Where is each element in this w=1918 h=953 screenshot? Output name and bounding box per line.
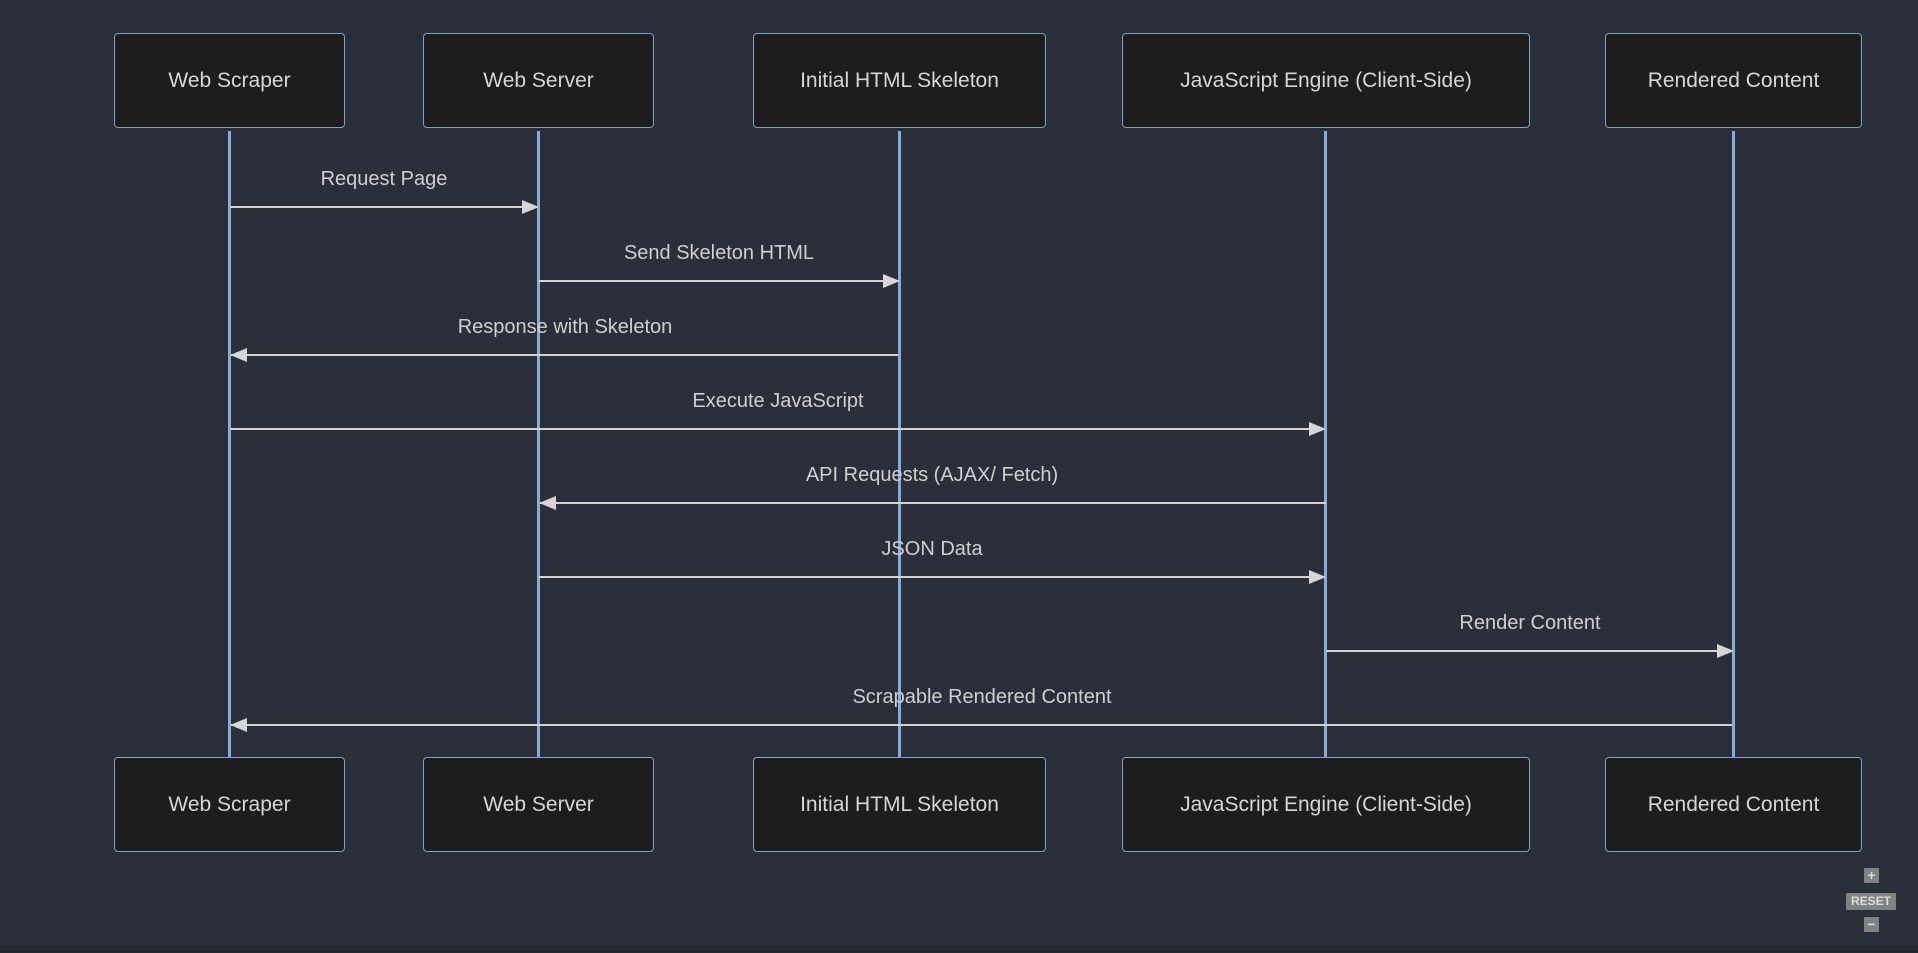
message-scrapable-rendered-content-label: Scrapable Rendered Content	[852, 686, 1112, 708]
actor-label: JavaScript Engine (Client-Side)	[1180, 792, 1472, 816]
zoom-in-button[interactable]: +	[1864, 868, 1879, 883]
actor-top-web-scraper: Web Scraper	[114, 33, 345, 128]
actor-label: Rendered Content	[1647, 792, 1820, 816]
message-response-with-skeleton-line	[231, 354, 898, 356]
message-request-page-label: Request Page	[320, 168, 448, 190]
zoom-out-button[interactable]: −	[1864, 917, 1879, 932]
message-render-content-label: Render Content	[1459, 612, 1601, 634]
message-render-content-line	[1326, 650, 1732, 652]
message-execute-javascript-line	[230, 428, 1324, 430]
message-response-with-skeleton-arrowhead	[230, 348, 247, 362]
message-execute-javascript-label: Execute JavaScript	[692, 390, 864, 412]
message-scrapable-rendered-content-arrowhead	[230, 718, 247, 732]
actor-bottom-initial-html-skeleton: Initial HTML Skeleton	[753, 757, 1046, 852]
actor-top-rendered-content: Rendered Content	[1605, 33, 1862, 128]
message-json-data-arrowhead	[1309, 570, 1326, 584]
message-send-skeleton-html-label: Send Skeleton HTML	[623, 242, 815, 264]
lifeline-javascript-engine	[1324, 131, 1327, 757]
message-json-data-line	[539, 576, 1324, 578]
message-send-skeleton-html-arrowhead	[883, 274, 900, 288]
actor-label: Web Server	[483, 792, 594, 816]
message-send-skeleton-html-line	[539, 280, 898, 282]
actor-label: Web Scraper	[168, 68, 291, 92]
actor-label: Web Server	[483, 68, 594, 92]
actor-label: JavaScript Engine (Client-Side)	[1180, 68, 1472, 92]
actor-bottom-web-server: Web Server	[423, 757, 654, 852]
actor-bottom-web-scraper: Web Scraper	[114, 757, 345, 852]
actor-bottom-javascript-engine: JavaScript Engine (Client-Side)	[1122, 757, 1530, 852]
zoom-reset-button[interactable]: RESET	[1846, 893, 1896, 910]
actor-bottom-rendered-content: Rendered Content	[1605, 757, 1862, 852]
actor-top-web-server: Web Server	[423, 33, 654, 128]
lifeline-web-server	[537, 131, 540, 757]
actor-label: Initial HTML Skeleton	[800, 792, 999, 816]
message-request-page-arrowhead	[522, 200, 539, 214]
message-execute-javascript-arrowhead	[1309, 422, 1326, 436]
actor-label: Initial HTML Skeleton	[800, 68, 999, 92]
message-scrapable-rendered-content-line	[231, 724, 1732, 726]
message-json-data-label: JSON Data	[881, 538, 983, 560]
message-response-with-skeleton-label: Response with Skeleton	[457, 316, 673, 338]
actor-label: Web Scraper	[168, 792, 291, 816]
lifeline-initial-html-skeleton	[898, 131, 901, 757]
message-render-content-arrowhead	[1717, 644, 1734, 658]
lifeline-web-scraper	[228, 131, 231, 757]
message-request-page-line	[230, 206, 537, 208]
message-api-requests-label: API Requests (AJAX/ Fetch)	[805, 464, 1059, 486]
actor-top-javascript-engine: JavaScript Engine (Client-Side)	[1122, 33, 1530, 128]
message-api-requests-line	[540, 502, 1326, 504]
bottom-edge-strip	[0, 945, 1918, 953]
lifeline-rendered-content	[1732, 131, 1735, 757]
actor-label: Rendered Content	[1647, 68, 1820, 92]
message-api-requests-arrowhead	[539, 496, 556, 510]
actor-top-initial-html-skeleton: Initial HTML Skeleton	[753, 33, 1046, 128]
